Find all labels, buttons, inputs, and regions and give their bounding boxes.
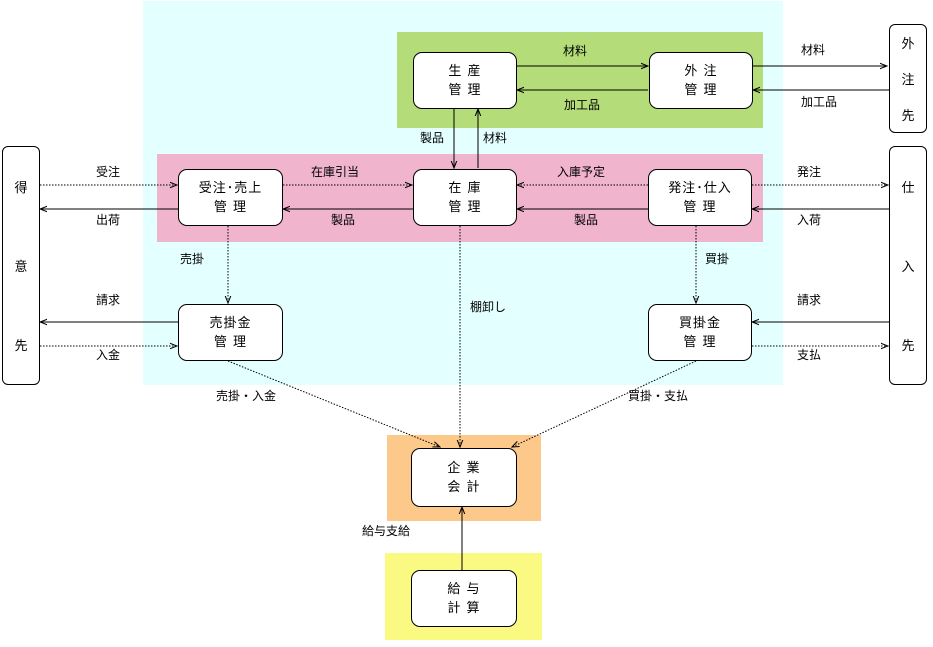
- inventory-management-box: 在 庫 管 理: [413, 169, 517, 226]
- outsourcing-management-box: 外 注 管 理: [649, 52, 753, 109]
- box-line: 給 与: [447, 581, 481, 597]
- label-salary-payment: 給与支給: [362, 524, 411, 538]
- corporate-accounting-box: 企 業 会 計: [411, 448, 517, 507]
- entity-char: 注: [901, 72, 915, 88]
- label-deposit: 入金: [96, 348, 121, 362]
- box-line: 外 注: [684, 63, 718, 79]
- box-line: 企 業: [447, 460, 481, 476]
- label-order-received: 受注: [96, 165, 121, 179]
- box-line: 買掛金: [678, 315, 721, 331]
- entity-char: 先: [901, 108, 915, 124]
- entity-char: 得: [14, 181, 28, 196]
- box-line: 管 理: [448, 82, 482, 98]
- label-sales-deposit: 売掛・入金: [216, 389, 277, 403]
- entity-char: 先: [14, 339, 28, 354]
- box-line: 管 理: [448, 199, 482, 215]
- label-credit-purchase: 買掛: [705, 252, 730, 266]
- label-credit-sales: 売掛: [180, 252, 205, 266]
- arrow-purchase-payment: [512, 360, 697, 447]
- box-line: 発注･仕入: [668, 180, 732, 196]
- label-purchase-payment: 買掛・支払: [628, 389, 689, 403]
- label-product-left-1: 製品: [331, 213, 356, 227]
- box-line: 会 計: [447, 479, 481, 495]
- customer-entity: 得 意 先: [2, 146, 40, 385]
- box-line: 受注･売上: [198, 180, 263, 196]
- label-stock-allocation: 在庫引当: [311, 165, 360, 179]
- entity-char: 入: [901, 260, 915, 275]
- label-product-up: 製品: [420, 131, 445, 145]
- box-line: 在 庫: [448, 180, 482, 196]
- entity-char: 外: [901, 37, 915, 53]
- production-management-box: 生 産 管 理: [413, 52, 517, 109]
- label-purchase-order: 発注: [797, 165, 822, 179]
- label-material-2: 材料: [801, 43, 826, 57]
- label-incoming-schedule: 入庫予定: [557, 165, 606, 179]
- label-payment: 支払: [797, 348, 822, 362]
- label-stocktaking: 棚卸し: [470, 300, 507, 314]
- label-material-1: 材料: [563, 44, 588, 58]
- entity-char: 意: [14, 260, 28, 275]
- box-line: 管 理: [683, 199, 717, 215]
- subcontractor-entity: 外 注 先: [889, 24, 927, 133]
- box-line: 売掛金: [209, 315, 252, 331]
- label-material-down: 材料: [483, 131, 508, 145]
- sales-management-box: 受注･売上 管 理: [178, 169, 283, 226]
- payroll-calculation-box: 給 与 計 算: [411, 570, 517, 627]
- purchase-management-box: 発注･仕入 管 理: [648, 169, 752, 226]
- receivables-management-box: 売掛金 管 理: [178, 304, 283, 361]
- entity-char: 仕: [901, 181, 915, 196]
- label-shipment: 出荷: [96, 213, 121, 227]
- arrow-sales-deposit: [227, 360, 440, 447]
- label-arrival: 入荷: [797, 213, 822, 227]
- box-line: 計 算: [447, 600, 481, 616]
- label-processed-1: 加工品: [564, 98, 601, 112]
- label-processed-2: 加工品: [801, 95, 838, 109]
- box-line: 管 理: [213, 334, 248, 350]
- box-line: 管 理: [684, 82, 718, 98]
- label-billing-right: 請求: [797, 293, 822, 307]
- label-product-left-2: 製品: [574, 213, 599, 227]
- label-billing-left: 請求: [96, 293, 121, 307]
- supplier-entity: 仕 入 先: [889, 146, 927, 385]
- box-line: 管 理: [213, 199, 248, 215]
- box-line: 生 産: [448, 63, 482, 79]
- box-line: 管 理: [683, 334, 717, 350]
- payables-management-box: 買掛金 管 理: [648, 304, 752, 361]
- entity-char: 先: [901, 339, 915, 354]
